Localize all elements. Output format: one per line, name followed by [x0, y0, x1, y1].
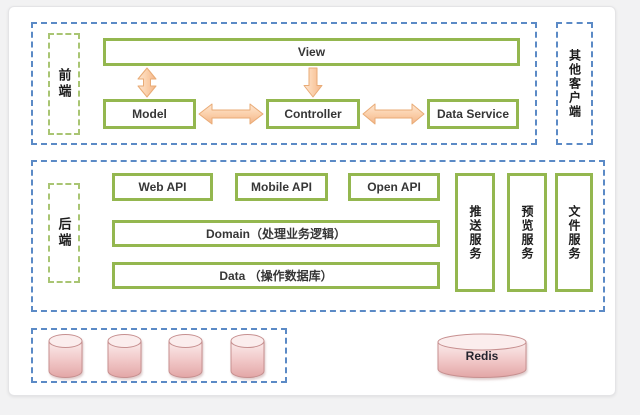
frontend-region: [31, 22, 537, 145]
file-service-box: 文件服务: [555, 173, 593, 292]
database-cylinder-icon: [48, 334, 83, 378]
controller-dataservice-double-arrow-icon: [362, 103, 425, 125]
frontend-region-label: 前端: [56, 68, 72, 100]
data-service-label: Data Service: [436, 107, 510, 121]
data-layer-box: Data （操作数据库）: [112, 262, 440, 289]
domain-layer-label: Domain（处理业务逻辑）: [205, 227, 346, 241]
mobile-api-label: Mobile API: [251, 180, 312, 194]
model-box: Model: [103, 99, 196, 129]
frontend-region-label-box: 前端: [48, 33, 80, 135]
mobile-api-box: Mobile API: [235, 173, 328, 201]
open-api-box: Open API: [348, 173, 440, 201]
redis-cylinder-icon: [437, 333, 527, 378]
backend-region-label: 后端: [56, 217, 72, 249]
data-layer-label: Data （操作数据库）: [219, 269, 333, 283]
database-cylinder-icon: [230, 334, 265, 378]
preview-service-label: 预览服务: [520, 204, 534, 261]
model-controller-double-arrow-icon: [198, 103, 264, 125]
other-clients-box: 其他客户端: [556, 22, 593, 145]
database-cylinder-icon: [107, 334, 142, 378]
file-service-label: 文件服务: [567, 204, 581, 261]
view-controller-down-arrow-icon: [303, 67, 323, 98]
push-service-label: 推送服务: [468, 204, 482, 261]
controller-label: Controller: [284, 107, 342, 121]
push-service-box: 推送服务: [455, 173, 495, 292]
redis-label: Redis: [465, 349, 499, 363]
other-clients-label: 其他客户端: [567, 48, 582, 119]
web-api-label: Web API: [138, 180, 187, 194]
view-label: View: [297, 45, 326, 59]
database-region: [31, 328, 287, 383]
view-model-double-arrow-icon: [137, 67, 157, 98]
model-label: Model: [132, 107, 167, 121]
web-api-box: Web API: [112, 173, 213, 201]
data-service-box: Data Service: [427, 99, 519, 129]
open-api-label: Open API: [367, 180, 421, 194]
view-box: View: [103, 38, 520, 66]
database-cylinder-icon: [168, 334, 203, 378]
domain-layer-box: Domain（处理业务逻辑）: [112, 220, 440, 247]
preview-service-box: 预览服务: [507, 173, 547, 292]
backend-region-label-box: 后端: [48, 183, 80, 283]
backend-region: [31, 160, 605, 312]
controller-box: Controller: [266, 99, 360, 129]
